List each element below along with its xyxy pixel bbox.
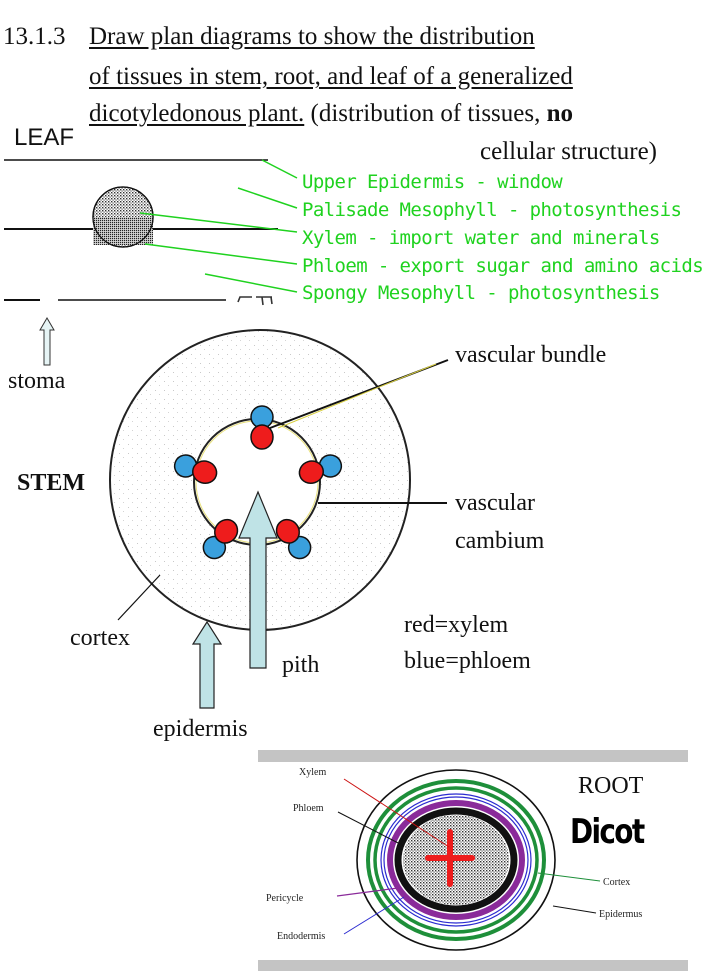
root-blue-ring-2 [383, 796, 529, 924]
root-epidermus-pointer [552, 905, 597, 914]
root-diagram [258, 750, 688, 971]
vascular-bundle-5 [173, 454, 218, 485]
vascular-cambium-label-1: vascular [455, 490, 535, 516]
leaf-label-spongy: Spongy Mesophyll - photosynthesis [302, 282, 660, 303]
stem-title: STEM [17, 470, 86, 496]
heading-line-3-rest: (distribution of tissues, [304, 100, 547, 127]
vascular-cambium-label-2: cambium [455, 528, 545, 554]
leaf-label-phloem: Phloem - export sugar and amino acids [302, 255, 704, 277]
vascular-bundle-2 [298, 454, 343, 485]
leaf-pointer-lines [139, 159, 298, 293]
heading-line-2: of tissues in stem, root, and leaf of a … [89, 63, 573, 90]
root-cortex-ring-outer [366, 779, 546, 941]
root-cortex-pointer [537, 872, 601, 882]
vascular-bundle-label: vascular bundle [455, 342, 607, 368]
pith-label: pith [282, 652, 320, 678]
root-frame-top-bar [258, 750, 688, 762]
heading-number: 13.1.3 [3, 23, 66, 50]
root-label-epidermus: Epidermus [599, 909, 643, 920]
root-label-endodermis: Endodermis [277, 931, 326, 942]
root-phloem-pointer [337, 811, 405, 847]
stoma-arrow [39, 317, 55, 366]
vascular-bundle-1 [250, 405, 274, 450]
root-label-xylem: Xylem [299, 767, 327, 778]
root-blue-ring-1 [380, 793, 532, 927]
heading-line-1: Draw plan diagrams to show the distribut… [89, 23, 535, 50]
leaf-stoma-guard-cells [237, 296, 273, 306]
vascular-bundle-3 [275, 518, 312, 560]
root-label-phloem: Phloem [293, 803, 324, 814]
root-label-cortex: Cortex [603, 877, 631, 888]
cortex-label: cortex [70, 625, 130, 651]
root-frame-bottom-bar [258, 960, 688, 971]
vascular-bundle-4 [202, 518, 239, 560]
leaf-vein-phloem-half [93, 217, 153, 245]
root-title: ROOT [578, 773, 644, 799]
cortex-pointer [117, 574, 161, 621]
key-blue-phloem: blue=phloem [404, 648, 531, 674]
leaf-diagram [4, 159, 298, 366]
leaf-label-palisade: Palisade Mesophyll - photosynthesis [302, 199, 682, 221]
leaf-title: LEAF [14, 124, 75, 151]
epidermis-arrow [191, 620, 223, 709]
leaf-label-upper-epidermis: Upper Epidermis - window [302, 171, 563, 193]
heading-line-3-underlined: dicotyledonous plant. [89, 100, 305, 127]
root-xylem-cross [425, 829, 475, 887]
stoma-label: stoma [8, 368, 66, 394]
stem-diagram [109, 329, 449, 709]
leaf-label-xylem: Xylem - import water and minerals [302, 227, 660, 249]
root-cortex-ring-inner [373, 786, 539, 934]
root-label-pericycle: Pericycle [266, 893, 304, 904]
root-endodermis-pointer [343, 896, 405, 935]
heading-line-3: dicotyledonous plant. (distribution of t… [89, 98, 573, 130]
root-dicot-label: Dicot [570, 812, 645, 852]
root-endodermis-ring [394, 807, 518, 913]
heading-line-3-bold: no [546, 100, 574, 127]
epidermis-label: epidermis [153, 716, 248, 742]
pith-arrow [238, 490, 278, 669]
key-red-xylem: red=xylem [404, 612, 509, 638]
root-pericycle-ring [387, 800, 525, 920]
root-pericycle-pointer [336, 887, 399, 897]
root-xylem-pointer [343, 778, 450, 848]
heading-line-4: cellular structure) [480, 138, 657, 165]
